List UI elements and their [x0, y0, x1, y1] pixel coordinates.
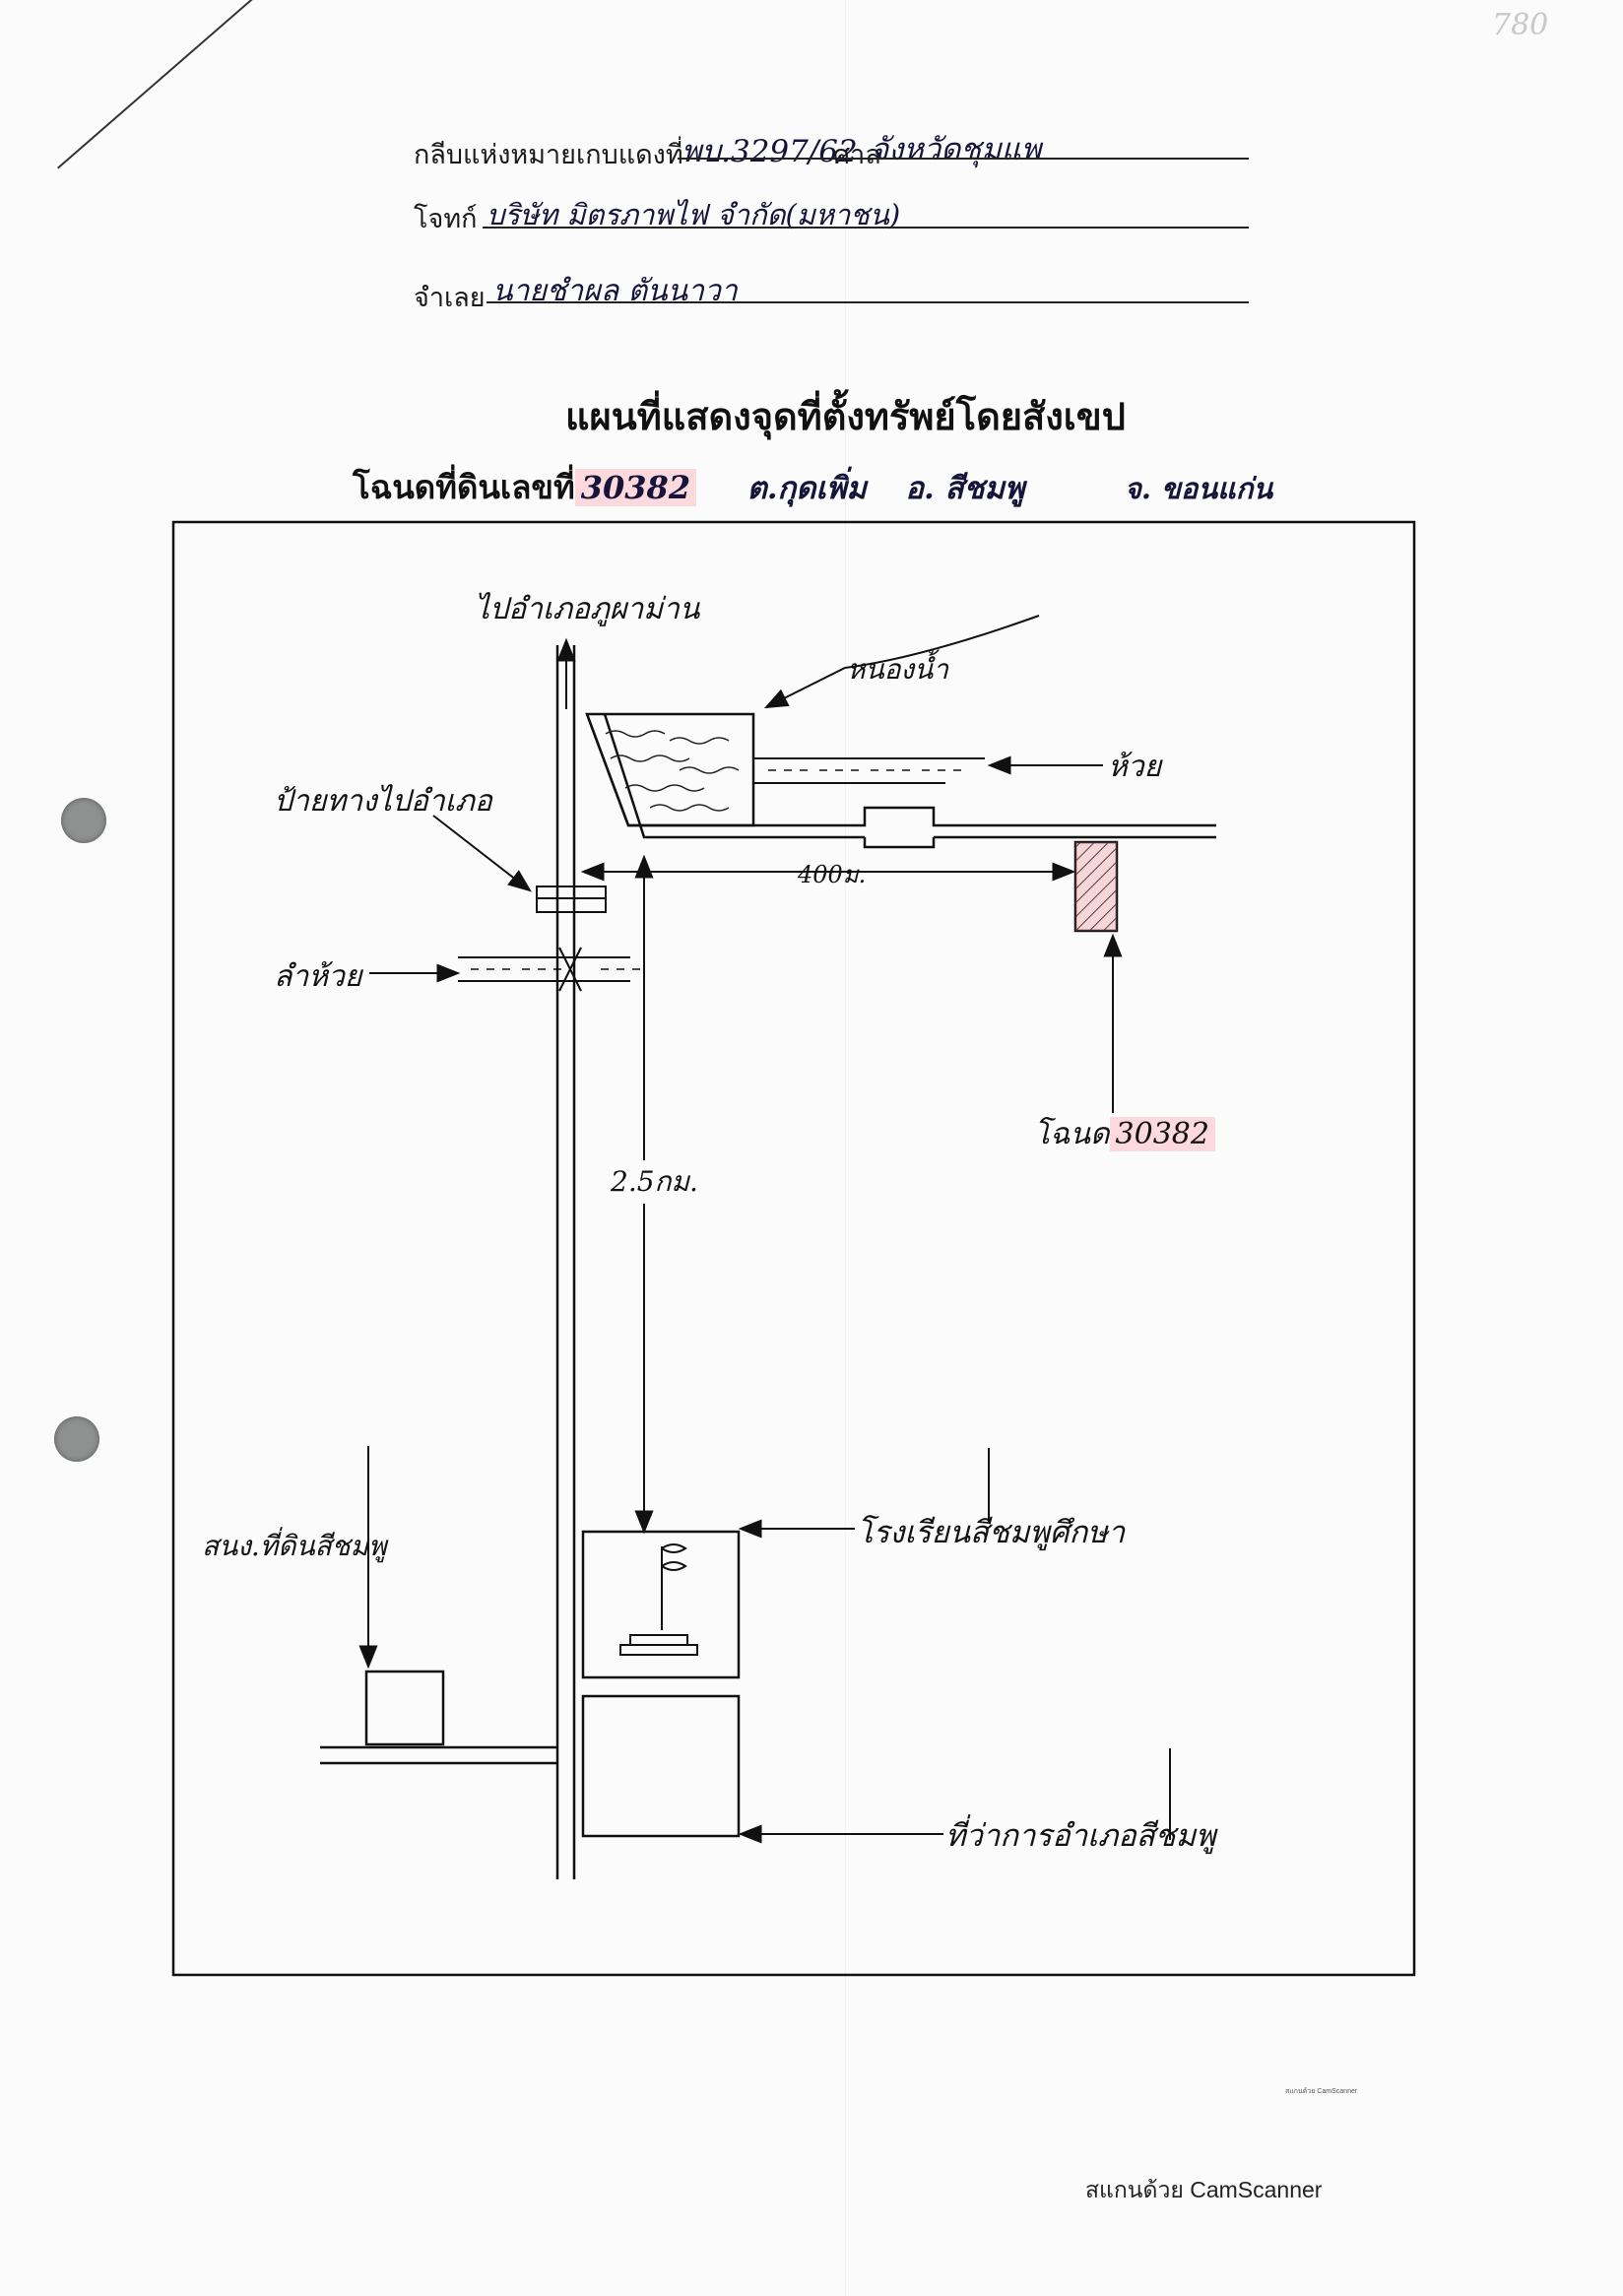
plaintiff-label: โจทก์: [414, 204, 478, 234]
punch-hole: [61, 798, 106, 843]
label-land-office: สนง.ที่ดินสีชมพู: [202, 1530, 387, 1562]
court-label: ศาล: [833, 140, 881, 170]
school-block: [581, 1530, 741, 1679]
amphoe: อ. สีชมพู: [905, 471, 1025, 506]
court-name: จังหวัดชุมแพ: [871, 132, 1042, 167]
stream-right: [753, 757, 985, 784]
main-road: [555, 645, 576, 1879]
header-underline: [678, 158, 1249, 160]
label-distance-2-5km: 2.5กม.: [611, 1160, 698, 1204]
defendant-label: จำเลย: [414, 283, 486, 313]
province: จ. ขอนแก่น: [1124, 472, 1273, 505]
small-stamp: สแกนด้วย CamScanner: [1285, 2088, 1358, 2095]
label-pond: หนองน้ำ: [847, 653, 948, 686]
punch-hole: [54, 1416, 99, 1462]
signpost-symbol: [536, 886, 607, 913]
label-district-office: ที่ว่าการอำเภอสีชมพู: [945, 1818, 1216, 1854]
property-parcel: [1073, 840, 1119, 933]
deed-label-prefix: โฉนด: [1034, 1117, 1110, 1151]
district-office-block: [581, 1694, 741, 1838]
plaintiff-name: บริษัท มิตรภาพไฟ จำกัด(มหาชน): [487, 198, 901, 231]
deed-info-line: โฉนดที่ดินเลขที่30382 ต.กุดเพิ่ม อ. สีชม…: [353, 461, 1272, 513]
pointer-arrow: [432, 815, 532, 892]
label-stream-right: ห้วย: [1108, 750, 1162, 784]
deed-label-number: 30382: [1109, 1117, 1215, 1151]
label-school: โรงเรียนสีชมพูศึกษา: [857, 1515, 1126, 1550]
header-underline: [483, 227, 1249, 229]
page-number-stamp: 780: [1492, 8, 1549, 42]
label-stream-left: ลำห้วย: [274, 959, 362, 994]
scanner-watermark: สแกนด้วย CamScanner: [1085, 2177, 1323, 2202]
page-title: แผนที่แสดงจุดที่ตั้งทรัพย์โดยสังเขป: [565, 395, 1126, 438]
pond-symbol: [585, 712, 755, 827]
deed-label: โฉนดที่ดินเลขที่: [353, 468, 575, 506]
tambon: ต.กุดเพิ่ม: [747, 471, 867, 506]
label-distance-400m: 400ม.: [798, 861, 867, 888]
case-number: พบ.3297/62: [682, 134, 858, 169]
map-frame: [171, 520, 1416, 1977]
fold-line: [845, 0, 846, 2296]
label-to-north: ไปอำเภอภูผาม่าน: [475, 592, 700, 626]
stream-left: [458, 947, 640, 992]
header-underline: [487, 301, 1249, 303]
pointer-arrow: [763, 615, 1040, 709]
property-parcel-highlight: [1075, 842, 1117, 931]
header-case-label: กลีบแห่งหมายเกบแดงที่: [414, 140, 683, 170]
west-road: [320, 1745, 557, 1765]
deed-number: 30382: [574, 469, 697, 506]
land-office-block: [364, 1670, 445, 1746]
label-signpost: ป้ายทางไปอำเภอ: [274, 784, 492, 819]
